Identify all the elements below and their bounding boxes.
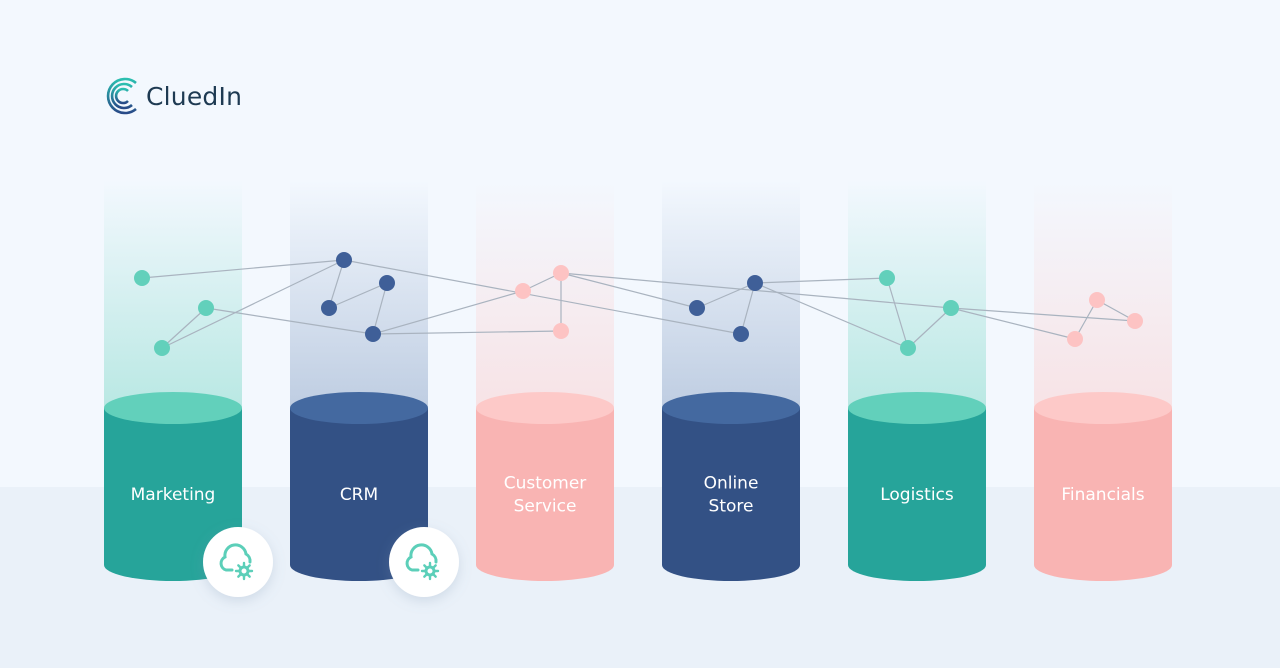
graph-node — [553, 323, 569, 339]
cylinder-top — [848, 392, 986, 424]
source-label: Store — [709, 497, 754, 517]
graph-node — [321, 300, 337, 316]
cloud-gear-icon — [405, 543, 440, 581]
cylinder-top — [1034, 392, 1172, 424]
graph-node — [379, 275, 395, 291]
graph-node — [689, 300, 705, 316]
cylinder-top — [662, 392, 800, 424]
graph-edge — [205, 307, 374, 335]
graph-edge — [161, 307, 207, 349]
cylinder-top — [104, 392, 242, 424]
cloud-gear-icon — [219, 543, 254, 581]
source-label: Online — [704, 474, 759, 494]
cylinder-top — [290, 392, 428, 424]
cloud-gear-badge — [203, 527, 273, 597]
cylinder-body — [662, 408, 800, 581]
graph-node — [365, 326, 381, 342]
graph-edge — [560, 272, 698, 309]
source-label: Service — [514, 497, 577, 517]
graph-node — [198, 300, 214, 316]
data-source-cylinder: CRM — [290, 392, 428, 581]
source-label: Financials — [1061, 485, 1144, 505]
cylinder-body — [290, 408, 428, 581]
source-label: Customer — [504, 474, 587, 494]
graph-edge — [754, 277, 888, 284]
graph-edge — [161, 259, 345, 349]
graph-node — [515, 283, 531, 299]
graph-node — [879, 270, 895, 286]
graph-edge — [328, 259, 345, 309]
glow-column — [1034, 180, 1172, 408]
cylinder-body — [104, 408, 242, 581]
graph-edge — [950, 307, 1076, 340]
graph-node — [1089, 292, 1105, 308]
source-label: CRM — [340, 485, 378, 505]
graph-edge — [907, 307, 952, 349]
graph-edge — [328, 282, 388, 309]
glow-column — [476, 180, 614, 408]
graph-node — [943, 300, 959, 316]
data-source-cylinder: Financials — [1034, 392, 1172, 581]
graph-node — [733, 326, 749, 342]
cluedin-logo-icon — [106, 77, 137, 115]
graph-node — [747, 275, 763, 291]
graph-edge — [754, 282, 909, 349]
source-label: Logistics — [880, 485, 954, 505]
cylinder-body — [848, 408, 986, 581]
graph-node — [134, 270, 150, 286]
graph-node — [336, 252, 352, 268]
graph-edge — [141, 259, 345, 279]
cylinder-top — [476, 392, 614, 424]
graph-edge — [886, 277, 909, 349]
graph-node — [1127, 313, 1143, 329]
graph-node — [1067, 331, 1083, 347]
data-source-cylinder: Logistics — [848, 392, 986, 581]
graph-edge — [950, 307, 1136, 322]
graph-edge — [740, 282, 756, 335]
graph-edge — [372, 282, 388, 335]
data-source-cylinder: Marketing — [104, 392, 242, 581]
glow-column — [290, 180, 428, 408]
graph-edge — [343, 259, 742, 335]
brand-name: CluedIn — [146, 81, 243, 111]
graph-node — [900, 340, 916, 356]
graph-edge — [372, 290, 524, 335]
cylinder-body — [476, 408, 614, 581]
cluedin-logo: CluedIn — [104, 75, 242, 117]
glow-column — [104, 180, 242, 408]
graph-node — [154, 340, 170, 356]
glow-column — [848, 180, 986, 408]
cylinder-body — [1034, 408, 1172, 581]
graph-node — [553, 265, 569, 281]
graph-edge — [372, 330, 562, 335]
glow-column — [662, 180, 800, 408]
cloud-gear-badge — [389, 527, 459, 597]
source-label: Marketing — [131, 485, 216, 505]
graph-edge — [696, 282, 756, 309]
